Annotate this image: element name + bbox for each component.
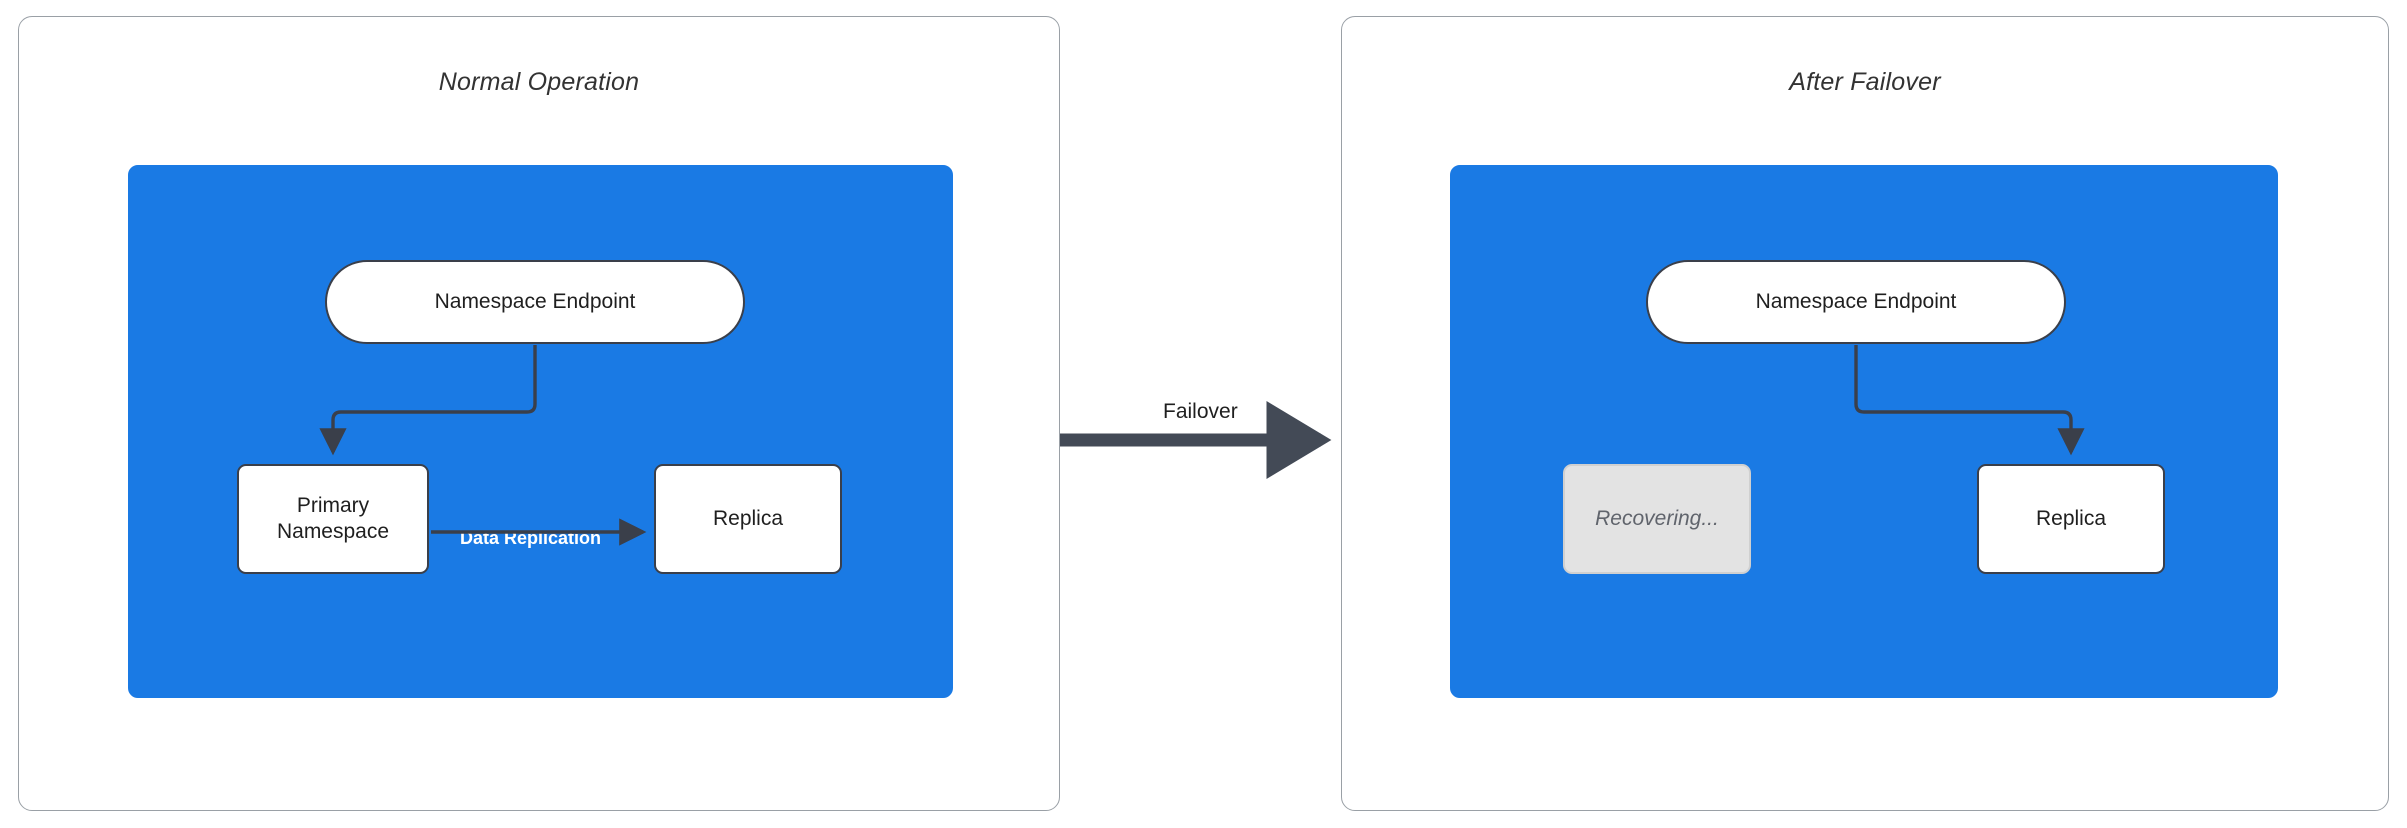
panel-title-after-failover: After Failover: [1789, 68, 1941, 96]
node-label-line1: Primary: [296, 494, 370, 518]
transition-label-failover: Failover: [1157, 400, 1244, 424]
blue-container-after-failover: [1450, 165, 2278, 698]
node-primary-namespace[interactable]: Primary Namespace: [237, 464, 429, 574]
node-namespace-endpoint-primary[interactable]: Namespace Endpoint: [325, 260, 745, 344]
blue-container-normal-operation: [128, 165, 953, 698]
node-recovering[interactable]: Recovering...: [1563, 464, 1751, 574]
node-replica-left[interactable]: Replica: [654, 464, 842, 574]
panel-title-normal-operation: Normal Operation: [438, 68, 640, 96]
node-primary-namespace-label: Primary Namespace: [277, 493, 389, 544]
node-label-line2: Namespace: [276, 520, 390, 543]
node-replica-right[interactable]: Replica: [1977, 464, 2165, 574]
node-namespace-endpoint-failover[interactable]: Namespace Endpoint: [1646, 260, 2066, 344]
edge-label-data-replication: Data Replication: [460, 528, 602, 548]
